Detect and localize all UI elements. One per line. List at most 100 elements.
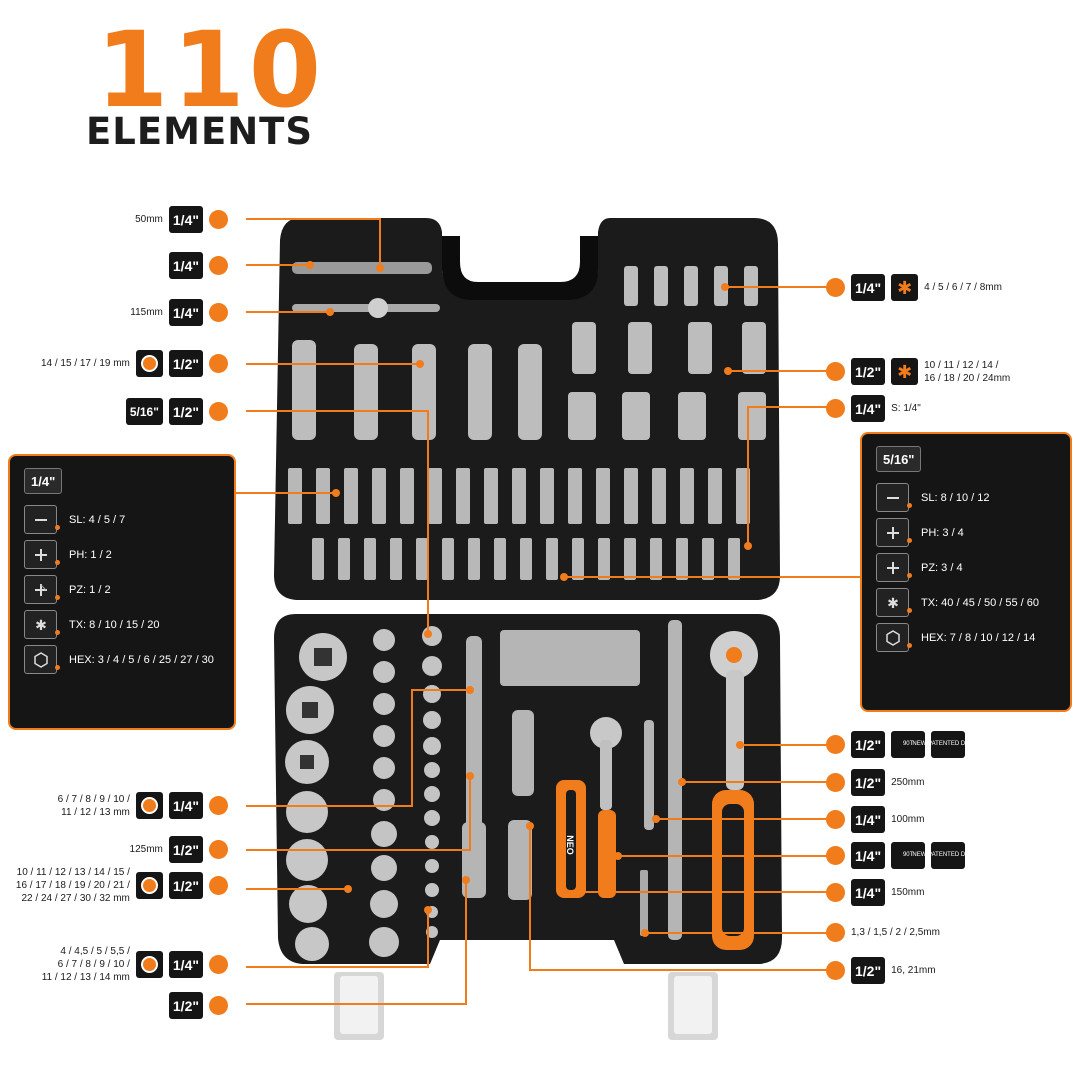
drive-size-badge: 1/4": [168, 252, 203, 279]
panel-row-text: HEX: 7 / 8 / 10 / 12 / 14: [921, 631, 1036, 644]
slotted-bit-icon: [24, 505, 60, 534]
drive-size-badge: 1/2": [168, 992, 203, 1019]
torx-bit-icon: ✱: [876, 588, 912, 617]
callout-label: 10 / 11 / 12 / 14 / 16 / 18 / 20 / 24mm: [924, 359, 1011, 384]
marker-dot: [209, 303, 228, 322]
callout-125mm: 125mm 1/2": [130, 836, 228, 863]
callout-label: 16, 21mm: [891, 965, 936, 976]
callout-label: 6 / 7 / 8 / 9 / 10 / 11 / 12 / 13 mm: [57, 793, 130, 818]
callout-small-sockets: 4 / 4,5 / 5 / 5,5 / 6 / 7 / 8 / 9 / 10 /…: [42, 945, 228, 984]
drive-size-badge: 1/2": [168, 836, 203, 863]
callout-label: 1,3 / 1,5 / 2 / 2,5mm: [851, 927, 940, 938]
drive-size-badge: 1/4": [168, 951, 203, 978]
marker-dot: [826, 773, 845, 792]
panel-row: PH: 3 / 4: [876, 515, 1056, 550]
hex-bit-icon: [876, 623, 912, 652]
drive-size-badge: 1/4": [851, 879, 886, 906]
marker-dot: [826, 923, 845, 942]
panel-header: 5/16": [876, 446, 922, 472]
callout-label: S: 1/4": [891, 403, 921, 414]
panel-row-text: SL: 8 / 10 / 12: [921, 491, 990, 504]
callout-hex-keys: 1,3 / 1,5 / 2 / 2,5mm: [826, 923, 940, 942]
callout-50mm: 50mm 1/4": [135, 206, 228, 233]
callout-bit-adapter: 5/16" 1/2": [125, 398, 228, 425]
marker-dot: [209, 840, 228, 859]
callout-label: 250mm: [891, 777, 925, 788]
torx-bit-icon: ✱: [24, 610, 60, 639]
panel-row: HEX: 3 / 4 / 5 / 6 / 25 / 27 / 30: [24, 642, 220, 677]
bit-size-badge: 5/16": [125, 398, 163, 425]
panel-row: PZ: 3 / 4: [876, 550, 1056, 585]
callout-label: 50mm: [135, 214, 163, 225]
marker-dot: [826, 883, 845, 902]
callout-quarter-sockets: 6 / 7 / 8 / 9 / 10 / 11 / 12 / 13 mm 1/4…: [58, 792, 228, 819]
panel-row-text: TX: 8 / 10 / 15 / 20: [69, 618, 160, 631]
pozidriv-bit-icon: [876, 553, 912, 582]
right-bit-panel: 5/16" SL: 8 / 10 / 12 PH: 3 / 4 PZ: 3 / …: [860, 432, 1072, 712]
left-bit-panel: 1/4" SL: 4 / 5 / 7 PH: 1 / 2 PZ: 1 / 2 ✱…: [8, 454, 236, 730]
teeth-count: 90T: [902, 852, 914, 859]
drive-size-badge: 1/4": [851, 806, 886, 833]
panel-row-text: TX: 40 / 45 / 50 / 55 / 60: [921, 596, 1040, 609]
panel-row: SL: 4 / 5 / 7: [24, 502, 220, 537]
panel-row-text: HEX: 3 / 4 / 5 / 6 / 25 / 27 / 30: [69, 653, 214, 666]
slotted-bit-icon: [876, 483, 912, 512]
callout-spark-plug: 1/2" 16, 21mm: [826, 957, 936, 984]
drive-size-badge: 1/2": [851, 358, 886, 385]
panel-row-text: PH: 1 / 2: [69, 548, 112, 561]
marker-dot: [209, 256, 228, 275]
drive-size-badge: 1/4": [168, 792, 203, 819]
panel-row: PZ: 1 / 2: [24, 572, 220, 607]
brand-label: NEO: [564, 835, 575, 855]
marker-dot: [209, 402, 228, 421]
callout-250mm: 1/2" 250mm: [826, 769, 924, 796]
callout-bit-holder: 1/4" S: 1/4": [826, 395, 921, 422]
callout-115mm: 115mm 1/4": [130, 299, 228, 326]
torx-socket-icon: ✱: [891, 274, 919, 301]
precise-90t-badge: 90T: [891, 731, 926, 758]
callout-half-sockets: 10 / 11 / 12 / 13 / 14 / 15 / 16 / 17 / …: [16, 866, 228, 905]
panel-row: ✱ TX: 8 / 10 / 15 / 20: [24, 607, 220, 642]
callout-label: 4 / 4,5 / 5 / 5,5 / 6 / 7 / 8 / 9 / 10 /…: [41, 946, 130, 983]
marker-dot: [209, 210, 228, 229]
panel-row: HEX: 7 / 8 / 10 / 12 / 14: [876, 620, 1056, 655]
panel-row-text: PH: 3 / 4: [921, 526, 964, 539]
drive-size-badge: 1/2": [851, 769, 886, 796]
drive-size-badge: 1/2": [851, 957, 886, 984]
drive-size-badge: 1/4": [168, 299, 203, 326]
callout-label: 100mm: [891, 814, 925, 825]
marker-dot: [826, 846, 845, 865]
callout-label: 150mm: [891, 887, 925, 898]
panel-row: ✱ TX: 40 / 45 / 50 / 55 / 60: [876, 585, 1056, 620]
callout-adapter: 1/2": [168, 992, 228, 1019]
marker-dot: [826, 735, 845, 754]
patented-design-badge: NEW PATENTED DESIGN: [912, 842, 984, 869]
page-title-number: 110: [96, 9, 326, 131]
callout-100mm: 1/4" 100mm: [826, 806, 924, 833]
marker-dot: [209, 876, 228, 895]
drive-size-badge: 1/4": [851, 395, 886, 422]
torx-socket-icon: ✱: [891, 358, 919, 385]
callout-label: 4 / 5 / 6 / 7 / 8mm: [924, 282, 1002, 293]
callout-universal-joint: 1/4": [168, 252, 228, 279]
svg-text:✱: ✱: [887, 595, 899, 611]
phillips-bit-icon: [24, 540, 60, 569]
callout-label: 115mm: [130, 307, 163, 318]
callout-150mm: 1/4" 150mm: [826, 879, 924, 906]
drive-size-badge: 1/4": [851, 842, 886, 869]
marker-dot: [209, 996, 228, 1015]
hex-bit-icon: [24, 645, 60, 674]
panel-row: PH: 1 / 2: [24, 537, 220, 572]
panel-row-text: PZ: 3 / 4: [921, 561, 963, 574]
marker-dot: [209, 796, 228, 815]
marker-dot: [826, 278, 845, 297]
marker-dot: [209, 354, 228, 373]
hex-socket-icon: [135, 951, 163, 978]
drive-size-badge: 1/2": [851, 731, 886, 758]
panel-header: 1/4": [24, 468, 63, 494]
callout-label: 14 / 15 / 17 / 19 mm: [40, 358, 130, 369]
callout-label: 10 / 11 / 12 / 13 / 14 / 15 / 16 / 17 / …: [15, 867, 130, 904]
marker-dot: [826, 399, 845, 418]
callout-deep-sockets: 14 / 15 / 17 / 19 mm 1/2": [41, 350, 228, 377]
callout-small-ratchet: 1/4" 90T NEW PATENTED DESIGN: [826, 842, 984, 869]
